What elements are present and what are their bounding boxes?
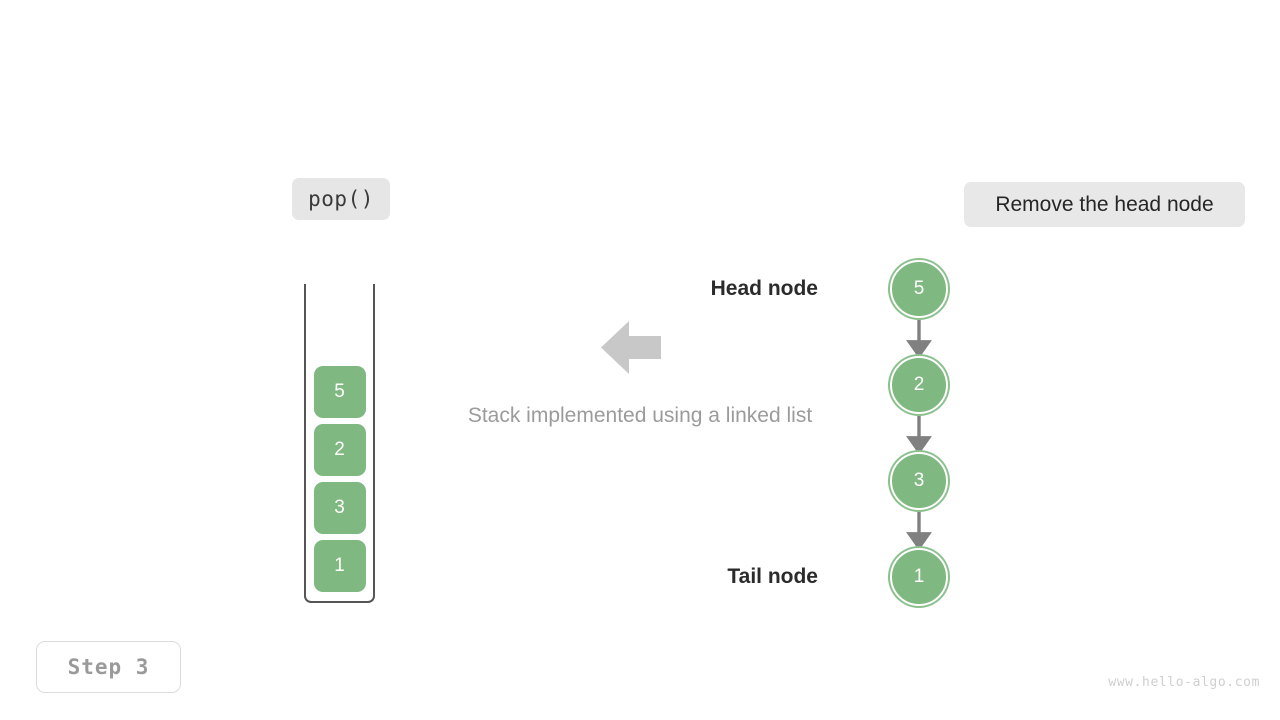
- stack-cell: 3: [313, 482, 366, 534]
- step-badge: Step 3: [36, 641, 181, 693]
- linked-list-node: 3: [890, 452, 948, 510]
- stack-cell: 2: [313, 424, 366, 476]
- linked-list-node-head: 5: [890, 260, 948, 318]
- head-node-label: Head node: [710, 277, 818, 300]
- diagram-caption: Stack implemented using a linked list: [467, 404, 813, 427]
- watermark: www.hello-algo.com: [1108, 675, 1260, 690]
- tail-node-label: Tail node: [727, 565, 818, 588]
- stack-cell: 5: [313, 366, 366, 418]
- operation-badge: pop(): [292, 178, 390, 220]
- linked-list: 5 2 3 1: [880, 252, 960, 612]
- stack-frame: [304, 284, 375, 603]
- action-badge: Remove the head node: [964, 182, 1245, 227]
- stack-cell: 1: [313, 540, 366, 592]
- linked-list-node-tail: 1: [890, 548, 948, 606]
- arrow-left-icon: [601, 320, 661, 375]
- stack-container: 5 2 3 1: [304, 284, 375, 603]
- stack-cell-list: 5 2 3 1: [304, 366, 375, 592]
- linked-list-node: 2: [890, 356, 948, 414]
